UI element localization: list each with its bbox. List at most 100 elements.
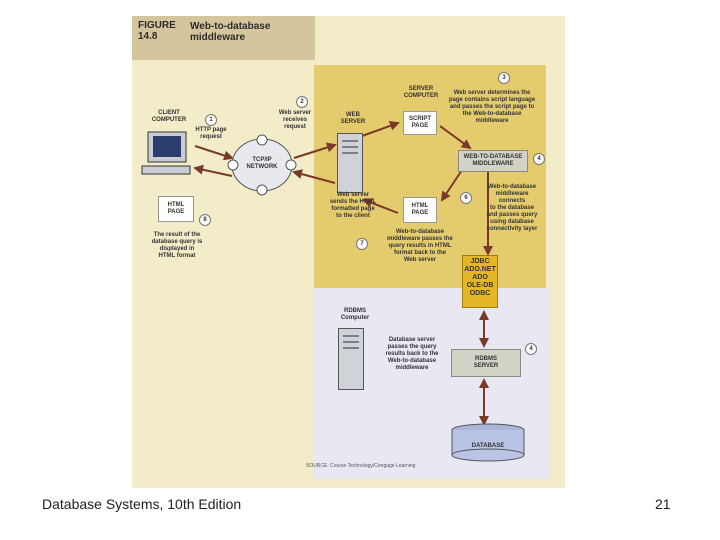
step-number-4: 4 [533, 153, 545, 165]
database-label: DATABASE [471, 443, 505, 449]
arrow-network-to-client [193, 164, 233, 177]
step6-text: Web-to-database middleware passes the qu… [378, 229, 462, 264]
api-line: ADO [472, 274, 488, 281]
step2-line: Web server [278, 110, 312, 116]
step3-line: Web server determines the [453, 90, 531, 96]
script-page-line: PAGE [411, 123, 429, 129]
step-db-line: Database server [388, 337, 436, 343]
http-request-label: HTTP page request [188, 127, 234, 141]
step-db-line: passes the query [387, 344, 437, 350]
rdbms-tower-icon [338, 328, 364, 390]
step8-line: database query is [151, 239, 203, 245]
api-line: JDBC [470, 258, 490, 265]
rdbms-server-line: RDBMS [475, 356, 497, 362]
step-number-8: 8 [199, 214, 211, 226]
html-page-line: PAGE [167, 209, 185, 215]
rdbms-server-box: RDBMS SERVER [451, 349, 521, 377]
step5-line: connectivity layer [486, 226, 538, 232]
api-line: ODBC [469, 290, 491, 297]
arrow-network-to-webserver [293, 142, 337, 159]
arrow-htmlpage-to-webserver [362, 198, 399, 214]
figure-label-word: FIGURE [138, 20, 176, 31]
network-arrow-left [227, 159, 239, 171]
web-server-tower-icon [337, 133, 363, 193]
figure-title: Web-to-database middleware [190, 21, 271, 43]
step-number-2: 2 [296, 96, 308, 108]
step5-line: to the database [489, 205, 534, 211]
html-page-server-icon: HTML PAGE [403, 197, 437, 223]
client-screen [153, 136, 181, 157]
api-line: ADO.NET [464, 266, 496, 273]
step8-line: displayed in [159, 246, 195, 252]
figure-header: FIGURE 14.8 Web-to-database middleware [132, 16, 315, 60]
step2-line: request [284, 124, 306, 130]
footer-page-number: 21 [655, 496, 671, 512]
server-computer-label: SERVER COMPUTER [398, 86, 444, 100]
step-db-line: middleware [395, 365, 429, 371]
figure-label: FIGURE 14.8 [138, 20, 176, 42]
step5-line: and passes query [486, 212, 538, 218]
step8-line: HTML format [158, 253, 196, 259]
rdbms-computer-line: RDBMS [344, 308, 366, 314]
web-server-label: WEB SERVER [338, 112, 368, 126]
step7-line: formatted page [331, 206, 375, 212]
step3-line: and passes the script page to [449, 104, 535, 110]
network-label-line: TCP/IP [252, 157, 272, 163]
step-number-6: 6 [460, 192, 472, 204]
step6-line: Web-to-database [395, 229, 445, 235]
step5-line: using database [490, 219, 534, 225]
step-number-5: 4 [525, 343, 537, 355]
network-label: TCP/IP NETWORK [238, 157, 286, 171]
figure-number: 14.8 [138, 31, 158, 42]
middleware-box: WEB-TO-DATABASE MIDDLEWARE [458, 150, 528, 172]
middleware-line: WEB-TO-DATABASE [463, 154, 523, 160]
step7-line: sends the HTML [329, 199, 377, 205]
step7-text: Web server sends the HTML formatted page… [322, 192, 384, 220]
step7-line: to the client [336, 213, 370, 219]
arrow-script-to-middleware [439, 125, 472, 150]
http-request-line: request [200, 134, 222, 140]
arrow-webserver-to-script [361, 121, 400, 137]
network-arrow-bottom [256, 184, 268, 196]
html-page-client-icon: HTML PAGE [158, 196, 194, 222]
step6-line: format back to the [393, 250, 446, 256]
html-page-line: HTML [167, 202, 185, 208]
step-db-line: Web-to-database [387, 358, 437, 364]
step3-line: middleware [475, 118, 509, 124]
connectivity-api-box: JDBC ADO.NET ADO OLE-DB ODBC [462, 255, 498, 308]
step8-text: The result of the database query is disp… [140, 232, 214, 260]
arrow-webserver-to-network [292, 169, 336, 184]
rdbms-computer-label: RDBMS Computer [332, 308, 378, 322]
client-keyboard [141, 165, 191, 175]
api-line: OLE-DB [466, 282, 494, 289]
script-page-icon: SCRIPT PAGE [403, 111, 437, 135]
step-db-line: results back to the [385, 351, 439, 357]
network-arrow-right [285, 159, 297, 171]
step6-line: middleware passes the [387, 236, 453, 242]
server-computer-line: SERVER [408, 86, 434, 92]
step-number-1: 1 [205, 114, 217, 126]
rdbms-computer-line: Computer [340, 315, 370, 321]
html-page-line: HTML [411, 203, 429, 209]
server-computer-line: COMPUTER [403, 93, 439, 99]
step3-line: the Web-to-database [462, 111, 522, 117]
arrow-middleware-to-htmlpage [440, 169, 463, 202]
step3-line: page contains script language [448, 97, 536, 103]
web-server-line: WEB [346, 112, 360, 118]
footer-book-title: Database Systems, 10th Edition [42, 496, 242, 512]
step7-line: Web server [336, 192, 370, 198]
step5-line: middleware [495, 191, 529, 197]
step-number-7: 7 [356, 238, 368, 250]
network-arrow-top [256, 134, 268, 146]
middleware-line: MIDDLEWARE [472, 161, 514, 167]
client-computer-label: CLIENT COMPUTER [146, 110, 192, 124]
step5-line: connects [498, 198, 526, 204]
arrow-client-to-network [194, 145, 234, 161]
network-label-line: NETWORK [246, 164, 278, 170]
client-label-line: CLIENT [158, 110, 180, 116]
rdbms-server-line: SERVER [473, 363, 499, 369]
step6-line: Web server [403, 257, 437, 263]
step2-line: receives [282, 117, 308, 123]
step6-line: query results in HTML [388, 243, 452, 249]
